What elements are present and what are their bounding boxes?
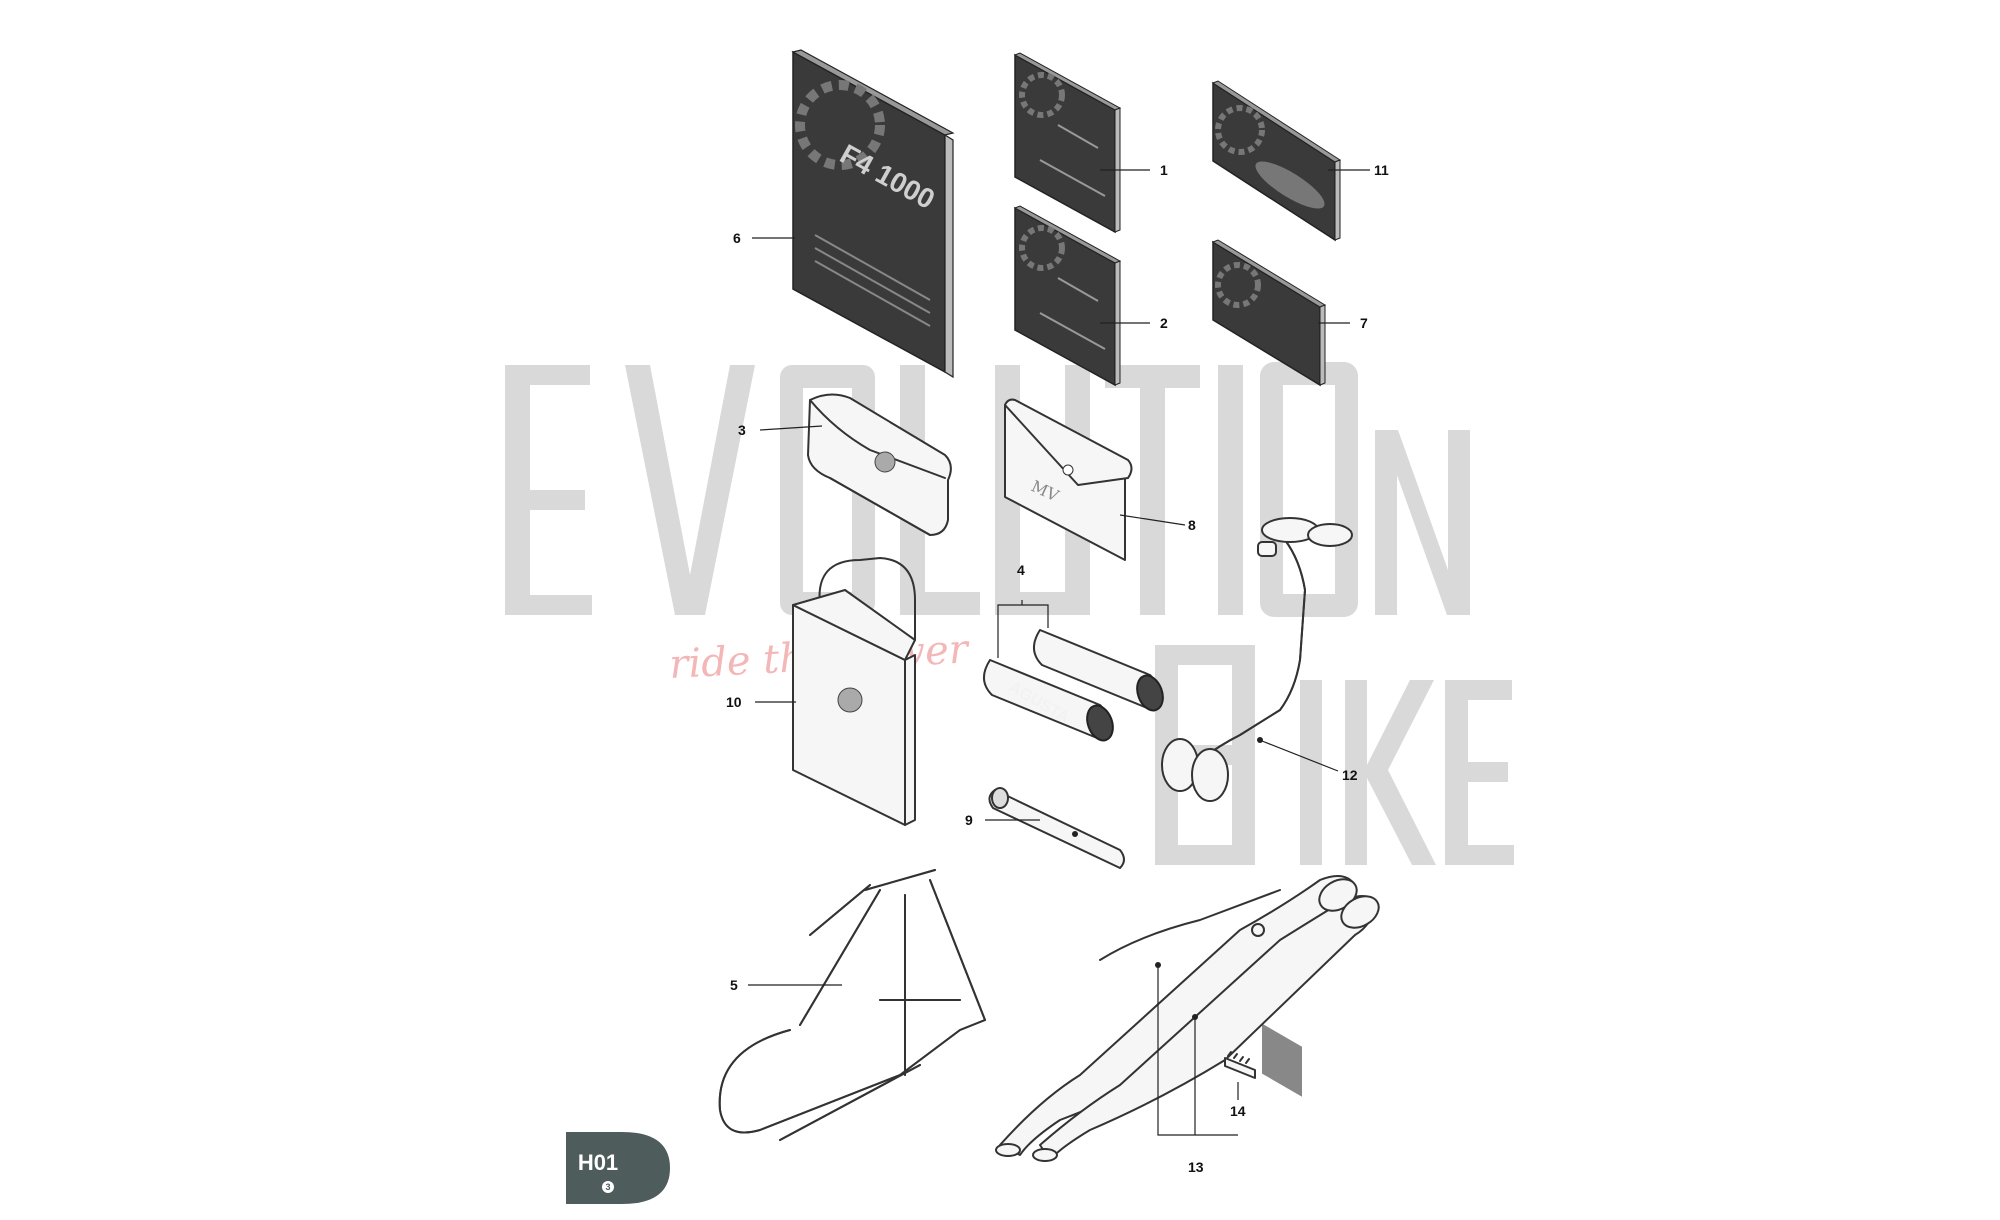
part-10-document-bag xyxy=(792,557,916,826)
part-11-booklet xyxy=(1211,80,1342,242)
callout-6: 6 xyxy=(733,230,741,246)
part-14-clamp xyxy=(1224,1051,1256,1079)
callout-11: 11 xyxy=(1374,162,1389,178)
part-13-silencers xyxy=(995,875,1380,1162)
callout-13: 13 xyxy=(1188,1159,1204,1175)
callout-labels: 1 2 3 4 5 6 7 8 9 10 11 12 13 14 xyxy=(726,162,1389,1175)
badge-sub-circle xyxy=(602,1181,614,1193)
part-4-handlebar-grips: AGUSTA xyxy=(983,629,1164,742)
callout-2: 2 xyxy=(1160,315,1168,331)
callout-4: 4 xyxy=(1017,562,1025,578)
part-3-tool-pouch xyxy=(807,393,952,536)
watermark-evolution xyxy=(505,362,1470,617)
part-5-paddock-stand xyxy=(718,869,986,1141)
badge-sub: 3 xyxy=(605,1182,610,1192)
page-badge: H01 3 xyxy=(566,1132,670,1204)
callout-5: 5 xyxy=(730,977,738,993)
badge-shape xyxy=(566,1132,670,1204)
grip-upper xyxy=(1033,629,1164,712)
part-7-booklet xyxy=(1211,239,1327,1097)
callout-12: 12 xyxy=(1342,767,1358,783)
leader-lines xyxy=(748,169,1370,1136)
part-6-spare-parts-catalogue: F4 1000 xyxy=(791,49,955,379)
callout-14: 14 xyxy=(1230,1103,1246,1119)
part-1-owners-manual xyxy=(1013,52,1122,234)
part-9-tube-wrench xyxy=(988,787,1125,869)
badge-code: H01 xyxy=(578,1150,618,1175)
callout-9: 9 xyxy=(965,812,973,828)
part-12-exhaust-pipe xyxy=(1161,517,1353,802)
part-2-manual xyxy=(1013,205,1122,387)
callout-7: 7 xyxy=(1360,315,1368,331)
callout-3: 3 xyxy=(738,422,746,438)
callout-10: 10 xyxy=(726,694,742,710)
callout-8: 8 xyxy=(1188,517,1196,533)
part-8-document-envelope: MV xyxy=(1004,398,1133,561)
callout-1: 1 xyxy=(1160,162,1168,178)
